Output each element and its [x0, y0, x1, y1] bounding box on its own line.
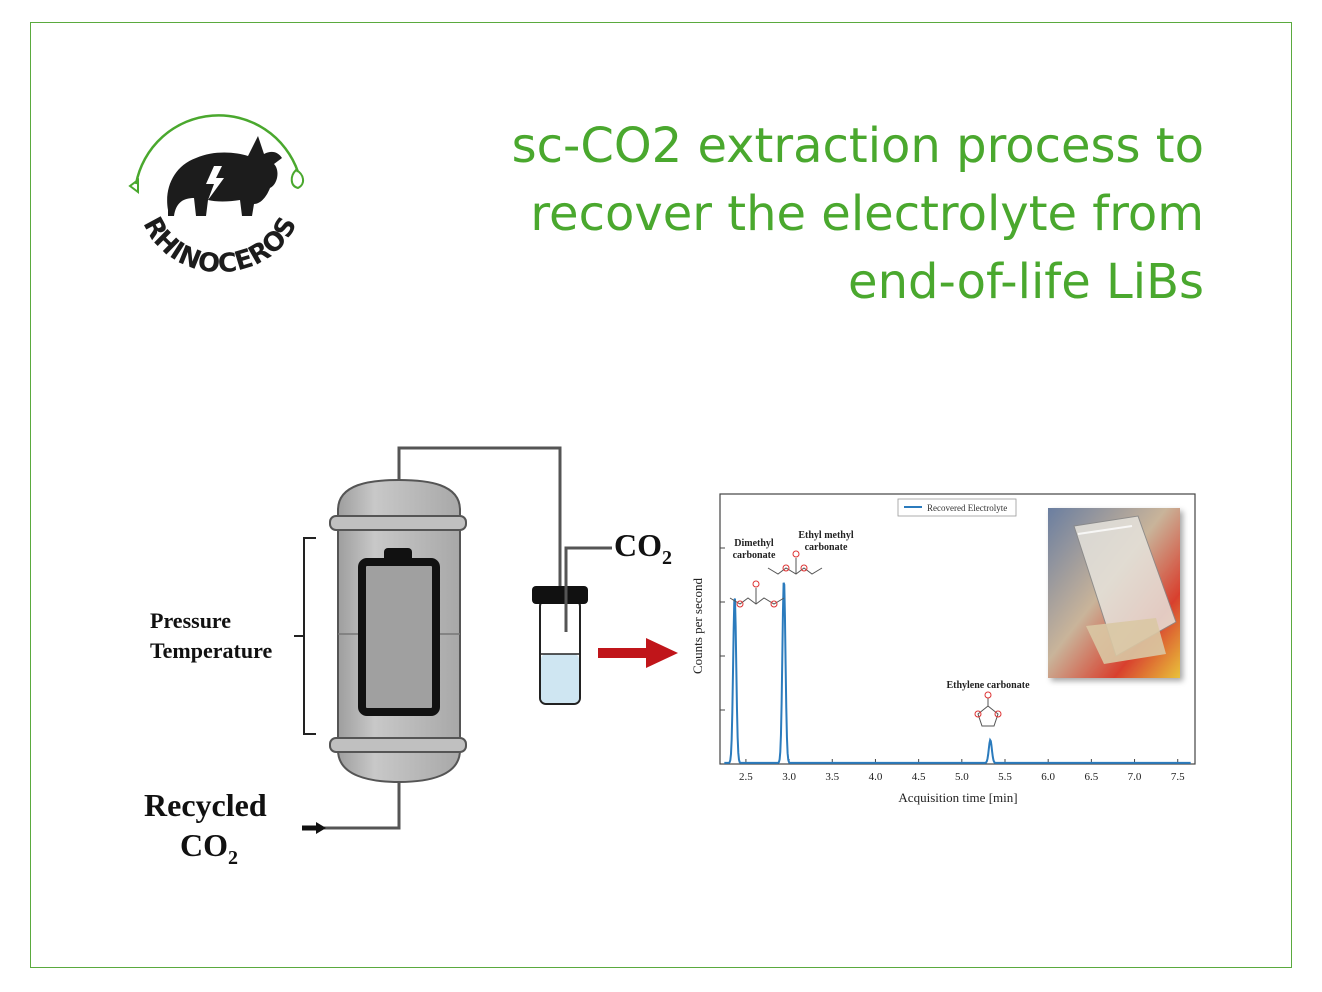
outlet-pipe [397, 446, 562, 630]
title-line-3: end-of-life LiBs [848, 254, 1204, 310]
co2-label: CO2 [614, 527, 672, 569]
x-axis-label: Acquisition time [min] [898, 790, 1017, 805]
x-tick-label: 7.5 [1171, 771, 1185, 783]
x-tick-label: 3.0 [782, 771, 796, 783]
recycled-label: Recycled [144, 787, 267, 823]
svg-text:RHINOCEROS: RHINOCEROS [137, 212, 303, 279]
dimethyl-carbonate-structure [729, 580, 785, 608]
series-recovered-electrolyte [724, 582, 1191, 764]
x-tick-label: 6.5 [1084, 771, 1098, 783]
x-tick-label: 3.5 [825, 771, 839, 783]
page-frame [30, 22, 1292, 968]
title-line-2: recover the electrolyte from [530, 186, 1204, 242]
result-arrow [598, 638, 678, 668]
annotation-dimethyl-line2: carbonate [733, 550, 776, 561]
rhinoceros-logo: RHINOCEROS [128, 114, 304, 280]
annotation-dimethyl-line1: Dimethyl [734, 538, 774, 549]
annotation-ethyl-methyl-line1: Ethyl methyl [798, 530, 854, 541]
collection-vial [532, 546, 612, 705]
x-tick-label: 5.5 [998, 771, 1012, 783]
rhino-icon [167, 136, 282, 216]
x-tick-label: 5.0 [955, 771, 969, 783]
title-line-1: sc-CO2 extraction process to [511, 118, 1204, 174]
x-tick-label: 4.5 [912, 771, 926, 783]
x-tick-label: 2.5 [739, 771, 753, 783]
bracket [303, 537, 316, 735]
x-tick-label: 7.0 [1128, 771, 1142, 783]
recovered-electrolyte-photo [1048, 508, 1180, 678]
ethyl-methyl-carbonate-structure [767, 550, 823, 575]
battery-icon [358, 548, 440, 716]
legend: Recovered Electrolyte [897, 498, 1017, 517]
logo-wordmark: RHINOCEROS [137, 212, 303, 279]
x-tick-label: 6.0 [1041, 771, 1055, 783]
legend-label: Recovered Electrolyte [927, 503, 1007, 513]
inlet-pipe [310, 780, 401, 830]
temperature-label: Temperature [150, 638, 272, 663]
x-tick-label: 4.0 [869, 771, 883, 783]
page-title: sc-CO2 extraction process to recover the… [484, 112, 1204, 316]
y-axis-label: Counts per second [690, 577, 705, 674]
annotation-ethyl-methyl-line2: carbonate [805, 542, 848, 553]
chromatogram-chart: 2.5 3.0 3.5 4.0 4.5 5.0 5.5 6.0 6.5 7.0 7.5 Acquis… [690, 493, 1196, 805]
recycled-co2-label: CO2 [180, 827, 238, 869]
ethylene-carbonate-structure [974, 691, 1002, 727]
pressure-label: Pressure [150, 608, 231, 633]
process-diagram: Pressure Temperature CO2 Recycled CO2 [144, 446, 678, 869]
annotation-ethylene: Ethylene carbonate [946, 680, 1030, 691]
